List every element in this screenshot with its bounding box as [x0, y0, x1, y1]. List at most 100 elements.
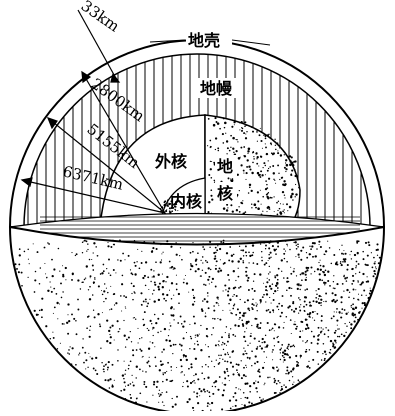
stipple-dot [47, 242, 48, 243]
stipple-dot [226, 153, 227, 154]
stipple-dot [224, 284, 226, 286]
stipple-dot [362, 251, 364, 253]
stipple-dot [236, 295, 238, 297]
stipple-dot [322, 265, 324, 267]
stipple-dot [281, 259, 283, 261]
stipple-dot [267, 377, 269, 379]
stipple-dot [256, 158, 257, 159]
stipple-dot [355, 267, 356, 268]
stipple-dot [84, 279, 86, 281]
stipple-dot [109, 309, 110, 310]
stipple-dot [251, 303, 253, 305]
stipple-dot [144, 275, 146, 277]
stipple-dot [240, 249, 242, 251]
stipple-dot [306, 288, 308, 290]
stipple-dot [249, 187, 251, 189]
stipple-dot [137, 249, 138, 250]
stipple-dot [257, 324, 259, 326]
stipple-dot [273, 196, 274, 197]
stipple-dot [214, 180, 216, 182]
stipple-dot [196, 396, 198, 398]
stipple-dot [280, 203, 281, 204]
stipple-dot [249, 168, 251, 170]
stipple-dot [278, 326, 280, 328]
stipple-dot [214, 366, 215, 367]
stipple-dot [347, 264, 349, 266]
stipple-dot [192, 381, 194, 383]
stipple-dot [315, 297, 317, 299]
stipple-dot [272, 328, 274, 330]
stipple-dot [302, 340, 303, 341]
stipple-dot [63, 323, 64, 324]
stipple-dot [122, 275, 124, 277]
stipple-dot [183, 382, 184, 383]
stipple-dot [306, 252, 307, 253]
stipple-dot [184, 320, 186, 322]
stipple-dot [261, 204, 262, 205]
stipple-dot [21, 285, 23, 287]
stipple-dot [335, 342, 336, 343]
stipple-dot [16, 268, 18, 270]
stipple-dot [222, 310, 223, 311]
core-label-char-2: 核 [217, 184, 233, 203]
stipple-dot [60, 282, 62, 284]
stipple-dot [281, 240, 282, 241]
stipple-dot [163, 252, 164, 253]
stipple-dot [344, 261, 346, 263]
stipple-dot [133, 285, 135, 287]
stipple-dot [361, 294, 362, 295]
stipple-dot [295, 355, 297, 357]
stipple-dot [275, 285, 277, 287]
stipple-dot [232, 406, 233, 407]
stipple-dot [188, 292, 189, 293]
stipple-dot [111, 325, 113, 327]
stipple-dot [262, 342, 263, 343]
stipple-dot [330, 340, 332, 342]
stipple-dot [346, 280, 347, 281]
stipple-dot [101, 362, 102, 363]
stipple-dot [243, 173, 244, 174]
stipple-dot [97, 313, 99, 315]
stipple-dot [340, 296, 342, 298]
stipple-dot [299, 330, 301, 332]
stipple-dot [348, 297, 350, 299]
stipple-dot [286, 244, 288, 246]
stipple-dot [344, 309, 346, 311]
stipple-dot [296, 275, 297, 276]
stipple-dot [279, 349, 281, 351]
stipple-dot [186, 359, 188, 361]
stipple-dot [71, 279, 73, 281]
stipple-dot [233, 294, 234, 295]
stipple-dot [157, 286, 159, 288]
stipple-dot [114, 304, 115, 305]
stipple-dot [148, 348, 150, 350]
stipple-dot [125, 386, 126, 387]
stipple-dot [150, 341, 151, 342]
stipple-dot [256, 263, 258, 265]
stipple-dot [197, 341, 198, 342]
stipple-dot [86, 250, 87, 251]
stipple-dot [153, 335, 154, 336]
stipple-dot [375, 266, 376, 267]
stipple-dot [284, 322, 285, 323]
stipple-dot [319, 279, 321, 281]
stipple-dot [337, 325, 338, 326]
stipple-dot [211, 282, 212, 283]
stipple-dot [71, 313, 73, 315]
stipple-dot [124, 335, 126, 337]
stipple-dot [80, 288, 81, 289]
stipple-dot [147, 302, 149, 304]
stipple-dot [205, 272, 207, 274]
stipple-dot [209, 283, 210, 284]
stipple-dot [71, 347, 73, 349]
stipple-dot [217, 147, 219, 149]
stipple-dot [109, 334, 110, 335]
stipple-dot [39, 310, 41, 312]
stipple-dot [210, 195, 212, 197]
stipple-dot [40, 267, 42, 269]
stipple-dot [377, 249, 379, 251]
stipple-dot [138, 342, 139, 343]
stipple-dot [58, 248, 60, 250]
stipple-dot [244, 121, 246, 123]
stipple-dot [123, 295, 125, 297]
